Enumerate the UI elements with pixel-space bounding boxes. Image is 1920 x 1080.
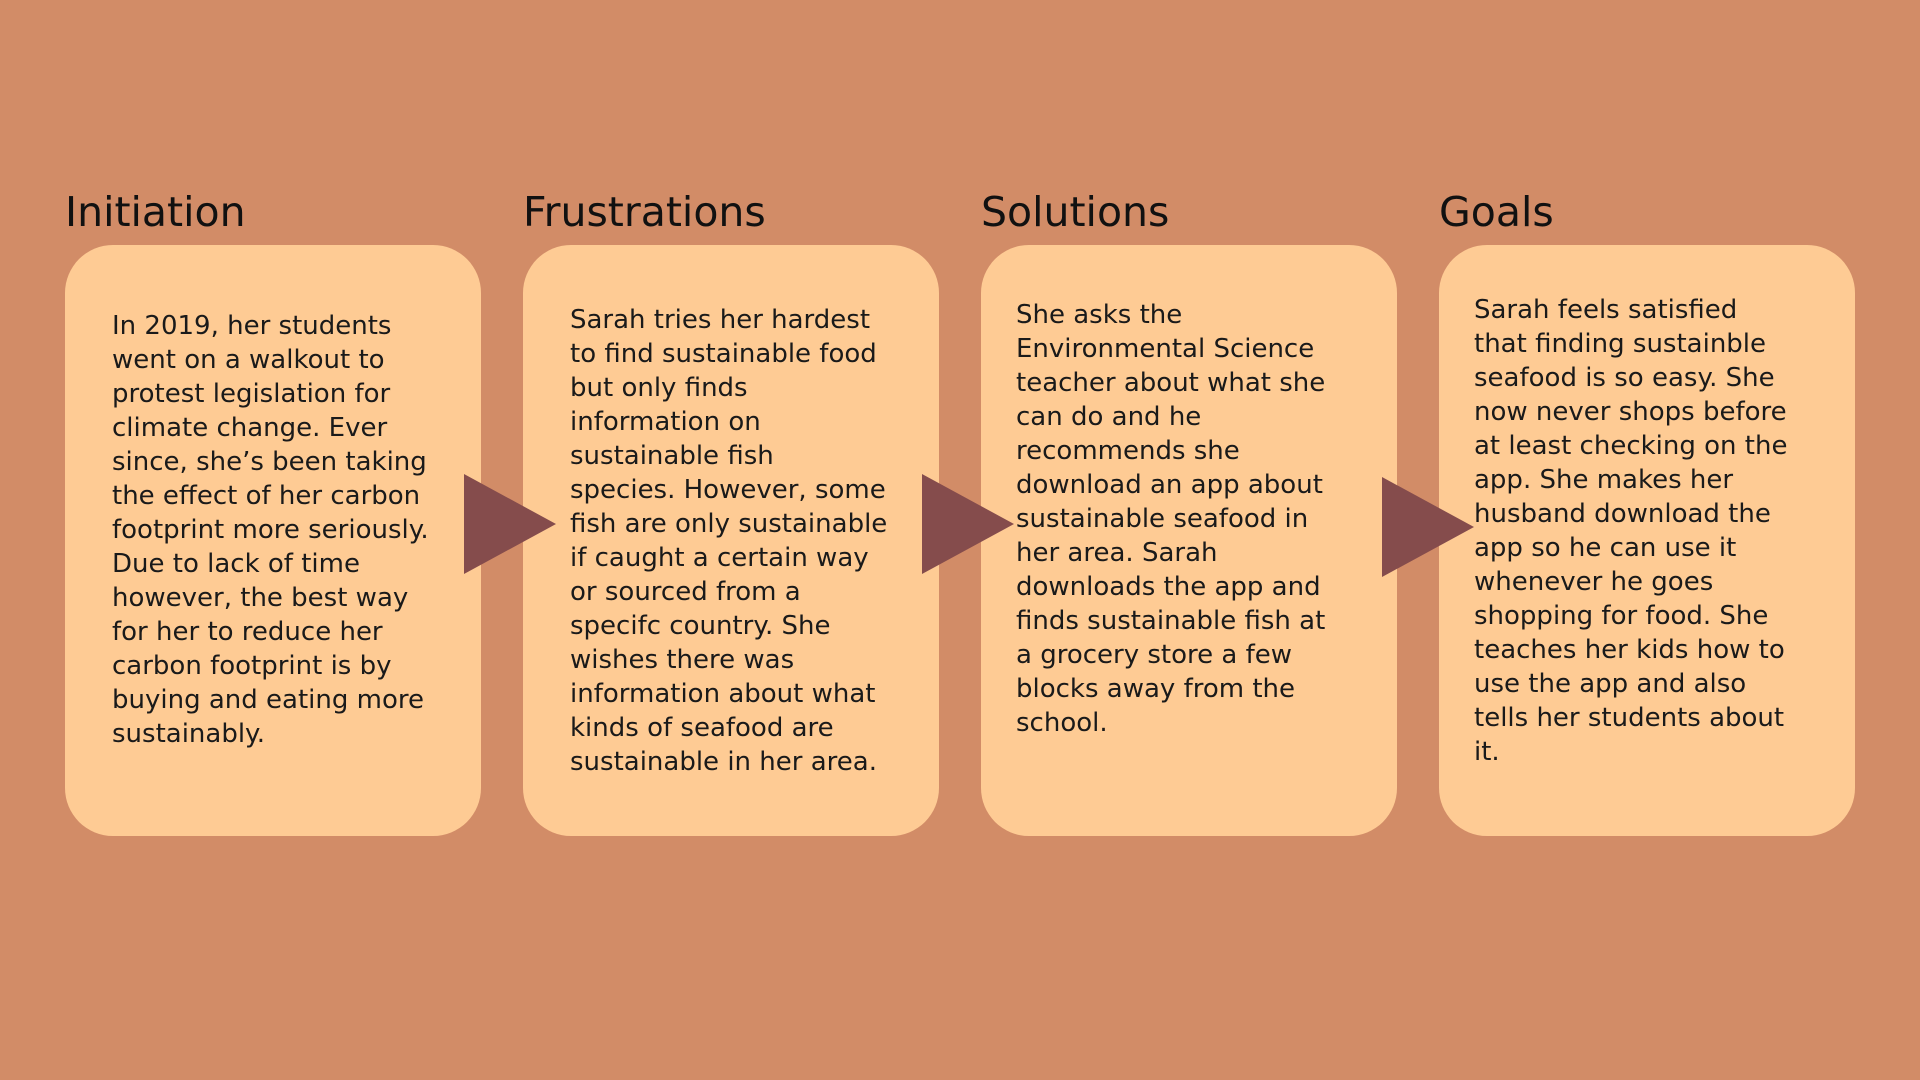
description-line: specifc country. She: [570, 611, 831, 641]
description-line: that finding sustainble: [1474, 329, 1767, 359]
description-line: footprint more seriously.: [112, 515, 429, 545]
description-line: app. She makes her: [1474, 465, 1734, 495]
description-line: for her to reduce her: [112, 617, 383, 647]
description-line: blocks away from the: [1016, 674, 1296, 704]
description-line: protest legislation for: [112, 379, 391, 409]
description-line: husband download the: [1474, 499, 1771, 529]
description-line: information about what: [570, 679, 876, 709]
description-line: since, she’s been taking: [112, 447, 427, 477]
stage-goals: Goals Sarah feels satisfied that finding…: [1439, 0, 1855, 1080]
description-line: or sourced from a: [570, 577, 801, 607]
stage-description: Sarah tries her hardest to find sustaina…: [570, 303, 887, 779]
triangle-right-icon: [922, 474, 1014, 574]
description-line: however, the best way: [112, 583, 409, 613]
description-line: sustainably.: [112, 719, 266, 749]
description-line: can do and he: [1016, 402, 1202, 432]
description-line: seafood is so easy. She: [1474, 363, 1775, 393]
description-line: teacher about what she: [1016, 368, 1326, 398]
description-line: but only finds: [570, 373, 748, 403]
stage-title: Solutions: [981, 188, 1170, 236]
description-line: species. However, some: [570, 475, 886, 505]
description-line: Due to lack of time: [112, 549, 360, 579]
stage-description: She asks the Environmental Science teach…: [1016, 298, 1325, 740]
triangle-right-icon: [464, 474, 556, 574]
description-line: sustainable fish: [570, 441, 774, 471]
description-line: Sarah tries her hardest: [570, 305, 871, 335]
description-line: tells her students about: [1474, 703, 1785, 733]
description-line: Sarah feels satisfied: [1474, 295, 1738, 325]
description-line: a grocery store a few: [1016, 640, 1292, 670]
description-line: buying and eating more: [112, 685, 424, 715]
description-line: information on: [570, 407, 761, 437]
description-line: She asks the: [1016, 300, 1183, 330]
stage-card: In 2019, her students went on a walkout …: [65, 245, 481, 836]
description-line: finds sustainable fish at: [1016, 606, 1326, 636]
stage-description: In 2019, her students went on a walkout …: [112, 309, 429, 751]
description-line: climate change. Ever: [112, 413, 388, 443]
stage-initiation: Initiation In 2019, her students went on…: [65, 0, 481, 1080]
description-line: if caught a certain way: [570, 543, 869, 573]
description-line: recommends she: [1016, 436, 1240, 466]
description-line: school.: [1016, 708, 1108, 738]
description-line: shopping for food. She: [1474, 601, 1769, 631]
description-line: download an app about: [1016, 470, 1323, 500]
description-line: carbon footprint is by: [112, 651, 392, 681]
description-line: sustainable seafood in: [1016, 504, 1309, 534]
description-line: the effect of her carbon: [112, 481, 421, 511]
triangle-right-icon: [1382, 477, 1474, 577]
description-line: In 2019, her students: [112, 311, 392, 341]
description-line: use the app and also: [1474, 669, 1747, 699]
description-line: her area. Sarah: [1016, 538, 1218, 568]
stage-title: Initiation: [65, 188, 246, 236]
stage-frustrations: Frustrations Sarah tries her hardest to …: [523, 0, 939, 1080]
description-line: now never shops before: [1474, 397, 1787, 427]
description-line: sustainable in her area.: [570, 747, 877, 777]
description-line: kinds of seafood are: [570, 713, 834, 743]
stage-card: She asks the Environmental Science teach…: [981, 245, 1397, 836]
stage-card: Sarah feels satisfied that finding susta…: [1439, 245, 1855, 836]
description-line: fish are only sustainable: [570, 509, 888, 539]
stage-solutions: Solutions She asks the Environmental Sci…: [981, 0, 1397, 1080]
description-line: at least checking on the: [1474, 431, 1788, 461]
stage-card: Sarah tries her hardest to find sustaina…: [523, 245, 939, 836]
stage-title: Goals: [1439, 188, 1554, 236]
description-line: Environmental Science: [1016, 334, 1315, 364]
stage-description: Sarah feels satisfied that finding susta…: [1474, 293, 1787, 769]
description-line: wishes there was: [570, 645, 795, 675]
description-line: teaches her kids how to: [1474, 635, 1785, 665]
description-line: went on a walkout to: [112, 345, 385, 375]
stage-title: Frustrations: [523, 188, 766, 236]
description-line: app so he can use it: [1474, 533, 1737, 563]
description-line: downloads the app and: [1016, 572, 1321, 602]
description-line: it.: [1474, 737, 1500, 767]
description-line: to find sustainable food: [570, 339, 877, 369]
description-line: whenever he goes: [1474, 567, 1714, 597]
